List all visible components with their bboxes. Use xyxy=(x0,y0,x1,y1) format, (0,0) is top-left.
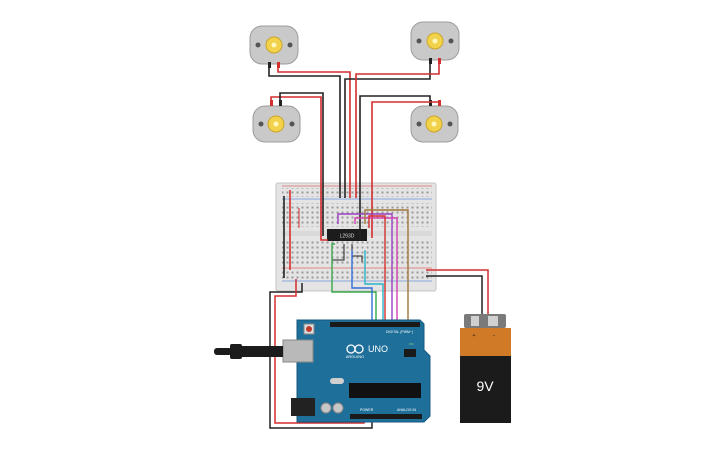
battery-clip xyxy=(464,314,506,328)
on-led-label: ON xyxy=(409,342,414,346)
battery-plus-label: + xyxy=(473,333,476,339)
arduino-uno-board[interactable]: ARDUINO UNO DIGITAL (PWM~) POWER ANALOG … xyxy=(282,319,431,423)
digital-label: DIGITAL (PWM~) xyxy=(386,330,413,334)
signal-wires xyxy=(331,209,409,322)
atmega-chip xyxy=(349,383,421,398)
analog-label: ANALOG IN xyxy=(397,408,417,412)
dc-motor-top-right[interactable] xyxy=(410,21,460,64)
dc-power-jack[interactable] xyxy=(291,398,315,416)
dc-motor-middle-right[interactable] xyxy=(410,100,459,143)
power-analog-header[interactable] xyxy=(350,414,422,419)
board-name: UNO xyxy=(368,344,388,354)
battery-voltage-label: 9V xyxy=(476,378,494,394)
motor-wires xyxy=(268,64,440,278)
usb-cable xyxy=(214,344,283,359)
l293d-driver-chip[interactable]: L293D xyxy=(327,229,367,241)
power-label: POWER xyxy=(360,408,374,412)
digital-header[interactable] xyxy=(330,322,420,327)
chip-label: L293D xyxy=(340,234,355,240)
dc-motor-middle-left[interactable] xyxy=(252,100,301,143)
brand-label: ARDUINO xyxy=(346,354,364,359)
battery-9v[interactable]: + − 9V xyxy=(460,314,511,423)
arduino-logo xyxy=(346,344,364,354)
battery-minus-label: − xyxy=(493,333,496,339)
dc-motor-top-left[interactable] xyxy=(249,25,299,68)
usb-port[interactable] xyxy=(282,339,314,363)
